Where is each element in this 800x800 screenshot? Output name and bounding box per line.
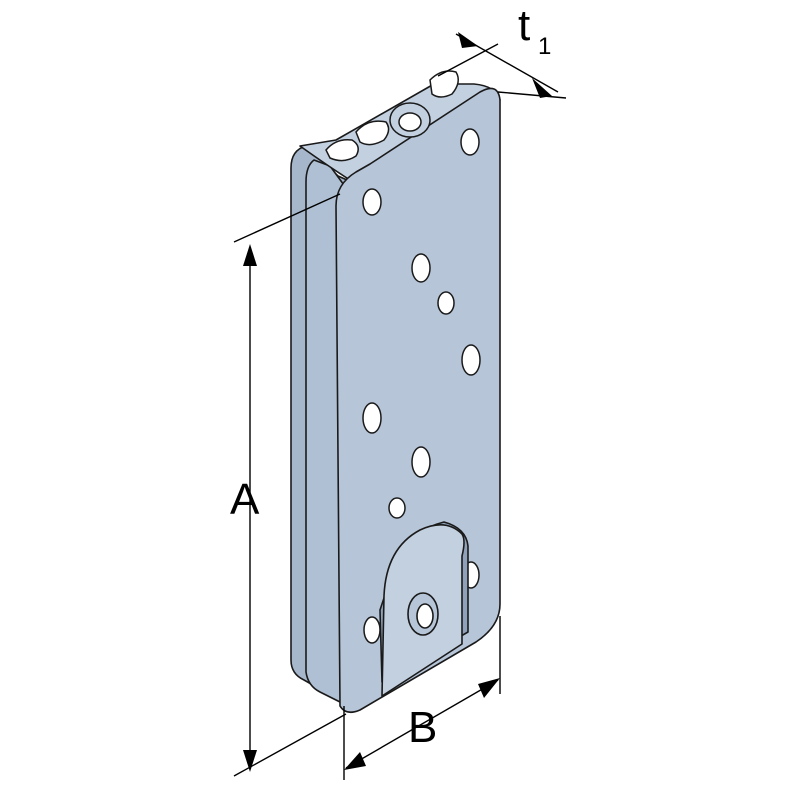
dim-t-arrow-left — [458, 32, 478, 48]
hole-upper-small — [437, 291, 455, 315]
dim-a-arrow-down — [243, 750, 257, 772]
top-slot-left — [325, 138, 359, 162]
dimension-lines — [233, 33, 567, 780]
dim-t-subscript: 1 — [538, 33, 551, 60]
dim-a-extension-bottom — [233, 713, 347, 777]
hole-middle-left — [362, 402, 382, 434]
dim-b-arrow-right — [478, 678, 500, 698]
dim-b-line — [345, 679, 499, 769]
bottom-hook — [379, 521, 469, 697]
dim-t-arrow-right — [532, 78, 552, 98]
dim-a-arrow-up — [243, 244, 257, 266]
top-tube-inner — [398, 112, 422, 132]
dim-a-extension-top — [233, 193, 341, 243]
dim-b-arrow-left — [344, 752, 366, 770]
dim-t-extension-right — [497, 91, 567, 99]
hole-bottom-left — [363, 616, 381, 644]
top-edge-details — [325, 70, 459, 162]
hook-hole-inner — [416, 603, 434, 629]
dimension-arrowheads — [243, 32, 552, 772]
hole-middle-right — [461, 344, 481, 376]
hole-top-right — [460, 128, 480, 156]
hole-lower-middle — [411, 446, 431, 478]
dim-t-label: t — [518, 1, 530, 50]
hole-upper-middle — [411, 253, 431, 283]
fastener-holes — [362, 128, 481, 644]
top-slot-middle — [355, 120, 390, 146]
hole-top-left — [362, 188, 382, 216]
dim-t-extension-left — [437, 43, 499, 77]
top-slot-right — [429, 70, 459, 98]
dim-a-label: A — [230, 475, 260, 524]
hole-lower-small — [388, 497, 406, 519]
dim-b-label: B — [408, 703, 437, 752]
